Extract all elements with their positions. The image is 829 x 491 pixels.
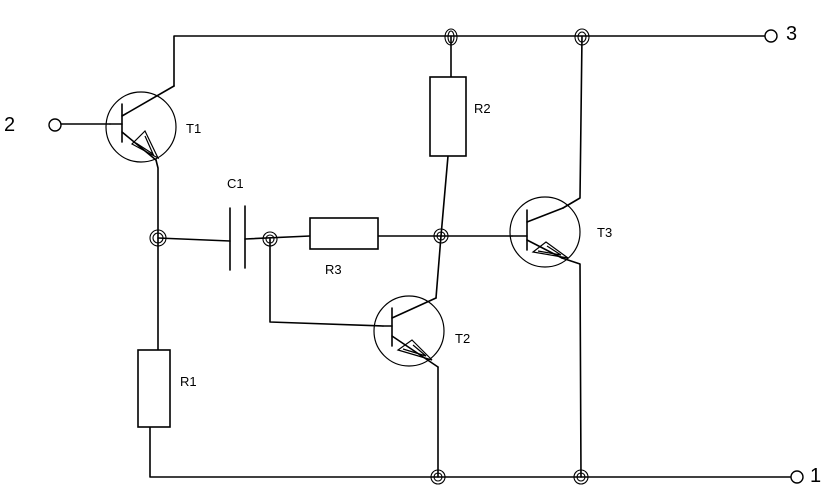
r2-body bbox=[429, 76, 467, 157]
r1-label: R1 bbox=[180, 374, 197, 389]
terminal-1-label: 1 bbox=[810, 465, 821, 487]
t2-emitter-arrow bbox=[396, 339, 433, 361]
t3-label: T3 bbox=[597, 225, 612, 240]
terminal-3: 3 bbox=[764, 23, 797, 45]
t2-collector bbox=[391, 297, 437, 319]
terminal-1: 1 bbox=[790, 465, 821, 487]
terminal-2-label: 2 bbox=[4, 114, 15, 136]
junction-dot bbox=[574, 28, 590, 46]
junction-dot bbox=[430, 469, 446, 485]
c1-label: C1 bbox=[227, 176, 244, 191]
junctions bbox=[149, 28, 590, 485]
t3-body bbox=[509, 196, 581, 268]
transistor-t2: T2 bbox=[373, 295, 470, 368]
wire-r2-bottom bbox=[440, 155, 449, 237]
wire-t3-collector bbox=[562, 35, 583, 209]
t1-emitter-arrow bbox=[131, 129, 160, 160]
t3-emitter-arrow bbox=[531, 241, 569, 259]
capacitor-c1: C1 bbox=[227, 176, 246, 271]
t2-label: T2 bbox=[455, 331, 470, 346]
t2-body bbox=[373, 295, 445, 367]
r3-body bbox=[309, 217, 379, 250]
junction-dot bbox=[444, 28, 458, 46]
t1-collector bbox=[121, 85, 175, 117]
wire-t1-emitter bbox=[155, 159, 159, 351]
wire-bottom-rail bbox=[149, 426, 796, 478]
terminal-3-label: 3 bbox=[786, 23, 797, 45]
wire-node-to-c1 bbox=[157, 237, 231, 242]
junction-dot bbox=[149, 229, 167, 247]
r1-body bbox=[137, 349, 171, 428]
junction-dot bbox=[433, 228, 449, 244]
t1-label: T1 bbox=[186, 121, 201, 136]
t2-emitter bbox=[391, 335, 439, 368]
r3-label: R3 bbox=[325, 262, 342, 277]
r2-label: R2 bbox=[474, 101, 491, 116]
wire-c1-to-r3 bbox=[244, 235, 311, 240]
wire-top-rail bbox=[173, 35, 771, 87]
terminal-2-pin bbox=[48, 118, 62, 132]
t1-body bbox=[105, 91, 177, 163]
t3-collector bbox=[526, 207, 564, 223]
t3-emitter bbox=[526, 239, 563, 259]
junction-dot bbox=[262, 231, 278, 247]
terminal-1-pin bbox=[790, 470, 804, 484]
wire-node-to-t2-collector bbox=[435, 235, 442, 299]
transistor-t1: T1 bbox=[105, 85, 201, 163]
junction-dot bbox=[573, 469, 589, 485]
resistor-r1: R1 bbox=[137, 349, 197, 428]
wire-t3-emitter bbox=[561, 257, 582, 478]
wire-node-to-t2-base bbox=[269, 238, 384, 327]
t1-emitter bbox=[121, 131, 157, 161]
terminal-3-pin bbox=[764, 29, 778, 43]
wires bbox=[59, 35, 796, 478]
resistor-r3: R3 bbox=[309, 217, 379, 277]
terminal-2: 2 bbox=[4, 114, 62, 136]
resistor-r2: R2 bbox=[429, 76, 491, 157]
transistor-t3: T3 bbox=[509, 196, 612, 268]
